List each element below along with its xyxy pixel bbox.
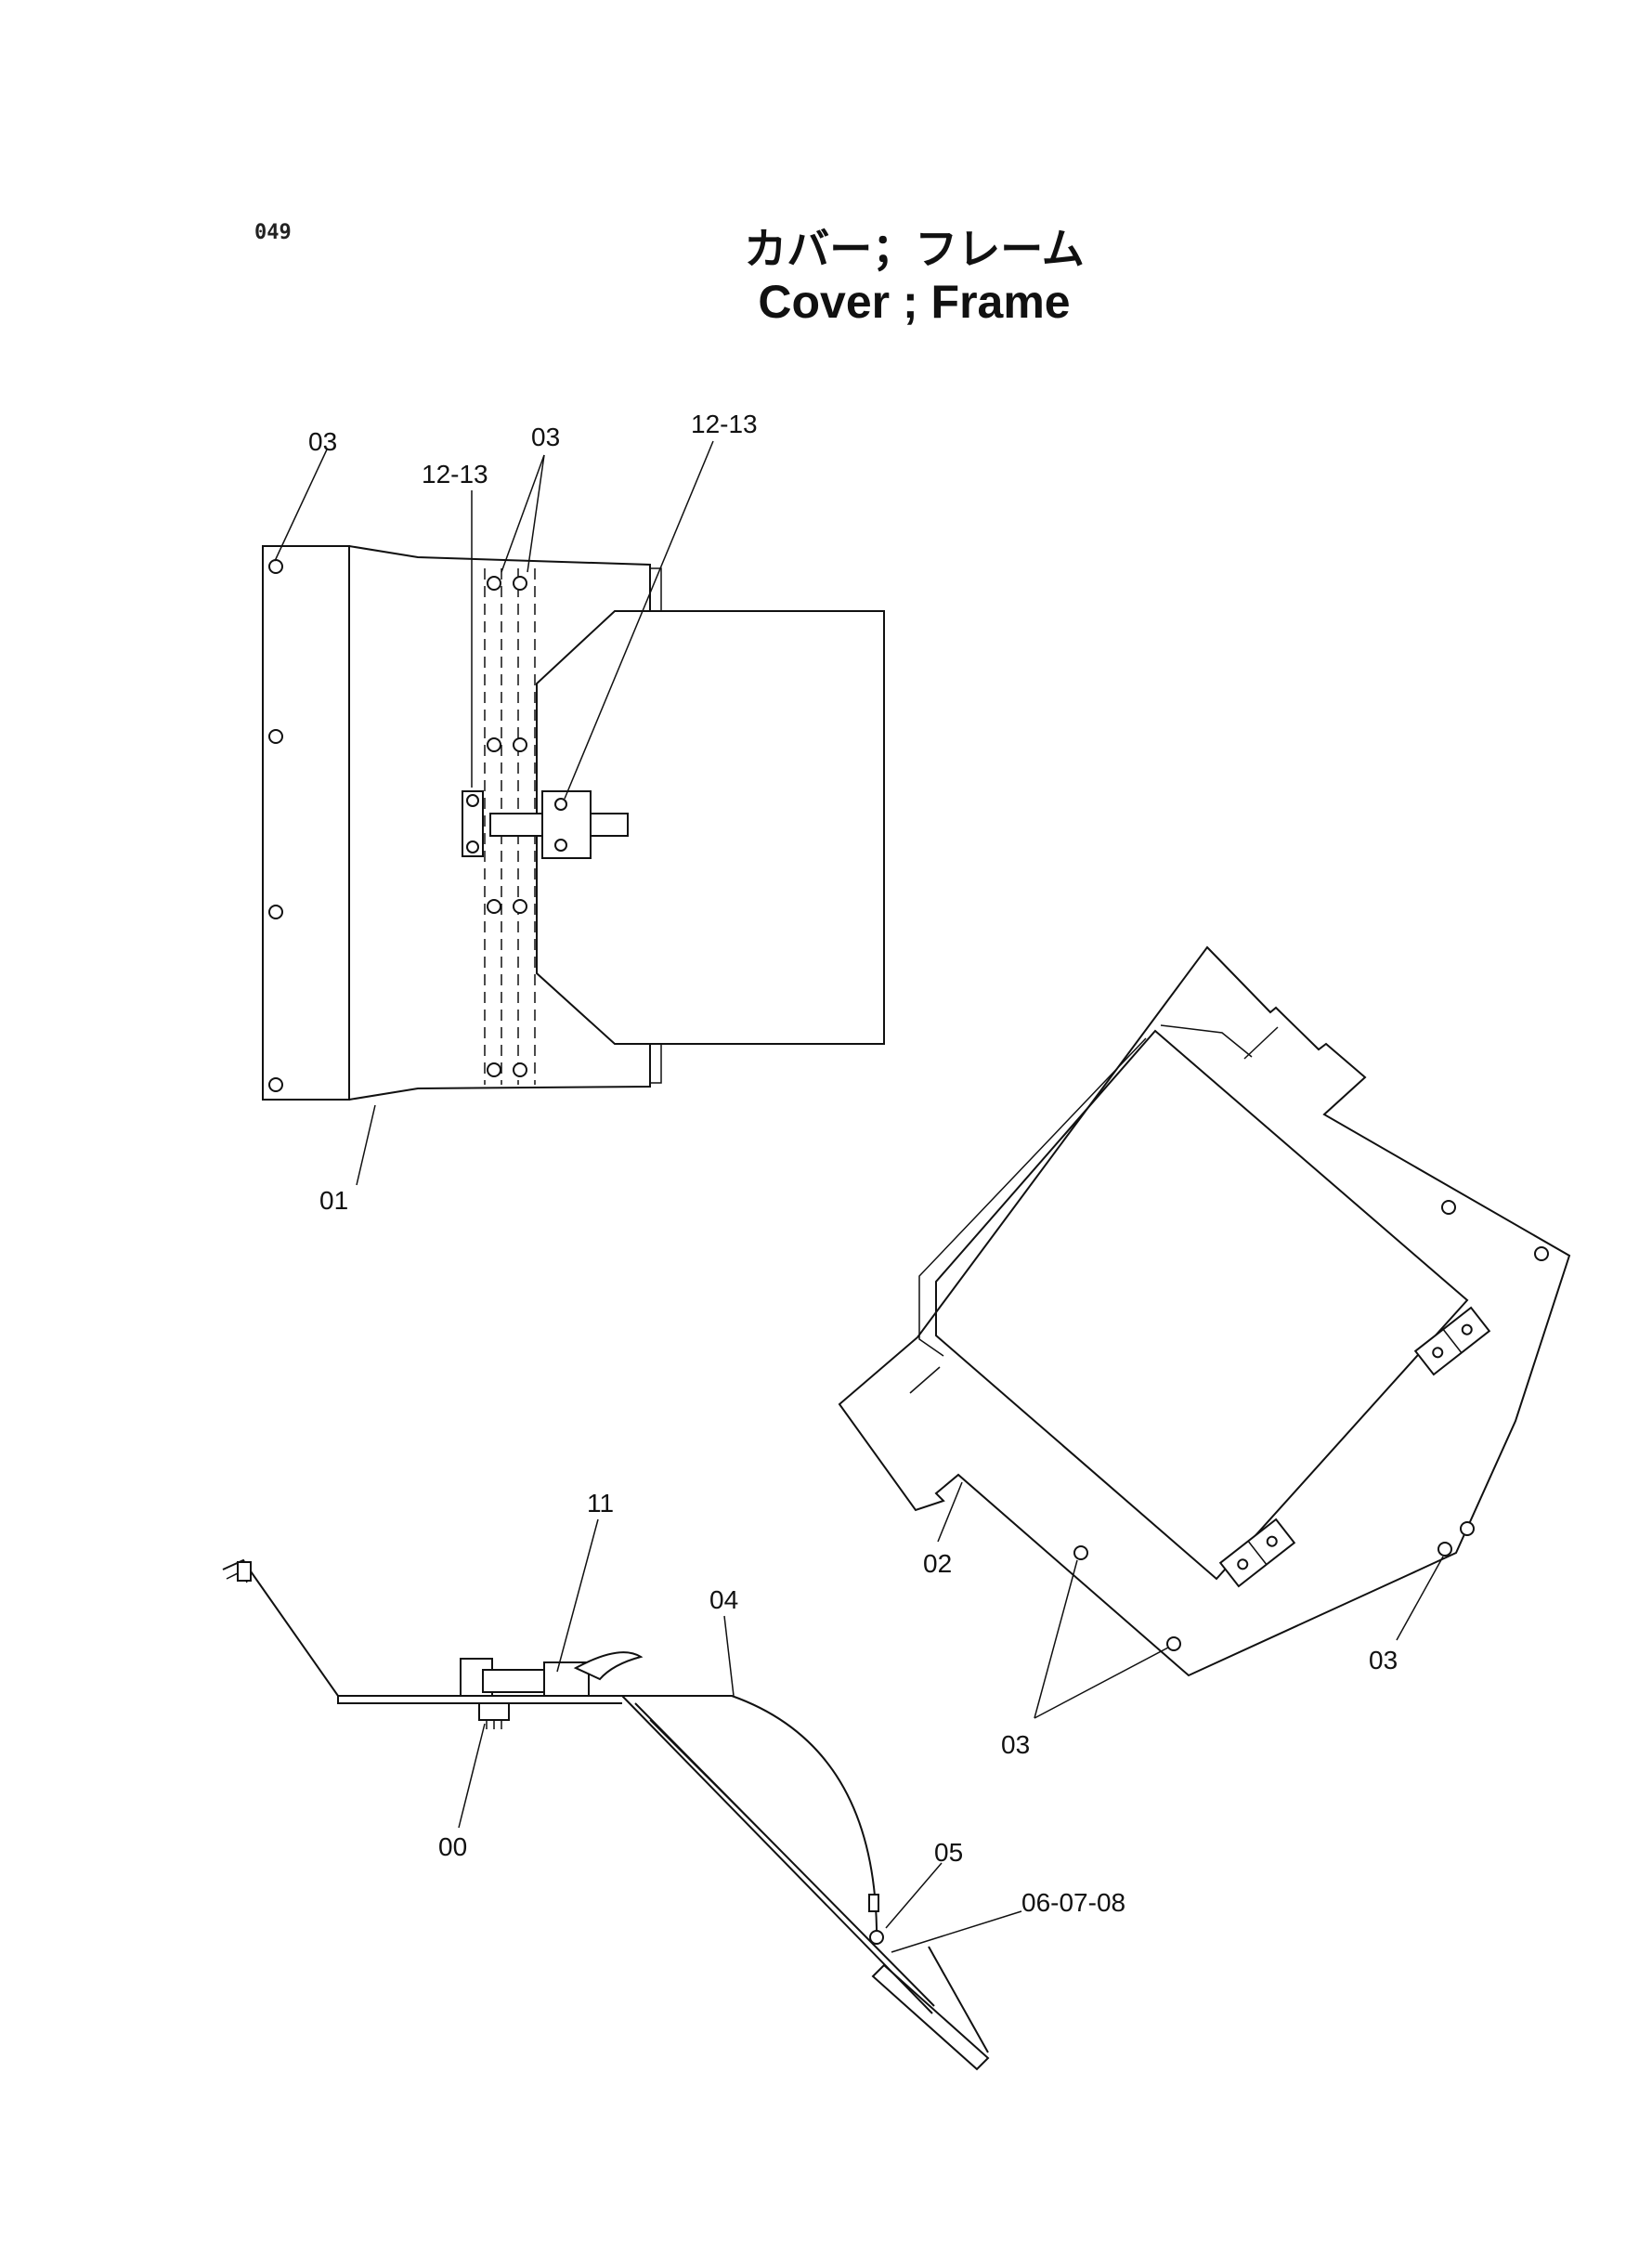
top-view-assembly: [262, 545, 885, 1101]
callout-12-13-left: 12-13: [422, 460, 488, 489]
angled-view-assembly: [838, 945, 1571, 1677]
page-number: 049: [254, 221, 292, 244]
title-japanese: カバー；フレーム: [744, 224, 1085, 274]
callout-05: 05: [934, 1838, 963, 1867]
title-english: Cover ; Frame: [758, 276, 1071, 328]
callout-12-13-right: 12-13: [691, 410, 758, 438]
callout-00: 00: [438, 1832, 467, 1861]
callout-03-left: 03: [308, 427, 337, 456]
callout-06-07-08: 06-07-08: [1021, 1888, 1125, 1917]
callout-02: 02: [923, 1549, 952, 1578]
callout-03-center: 03: [531, 423, 560, 451]
callout-03-bottom: 03: [1001, 1730, 1030, 1759]
side-view-callouts: 11 04 00 05 06-07-08: [438, 1489, 1125, 1953]
side-view-assembly: [222, 1558, 990, 2071]
callout-11: 11: [587, 1489, 614, 1518]
callout-03-right: 03: [1369, 1646, 1398, 1674]
angled-view-callouts: 02 03 03: [923, 1481, 1444, 1759]
top-view-callouts: 03 03 12-13 12-13 01: [274, 410, 758, 1215]
callout-01: 01: [319, 1186, 348, 1215]
callout-04: 04: [709, 1585, 738, 1614]
